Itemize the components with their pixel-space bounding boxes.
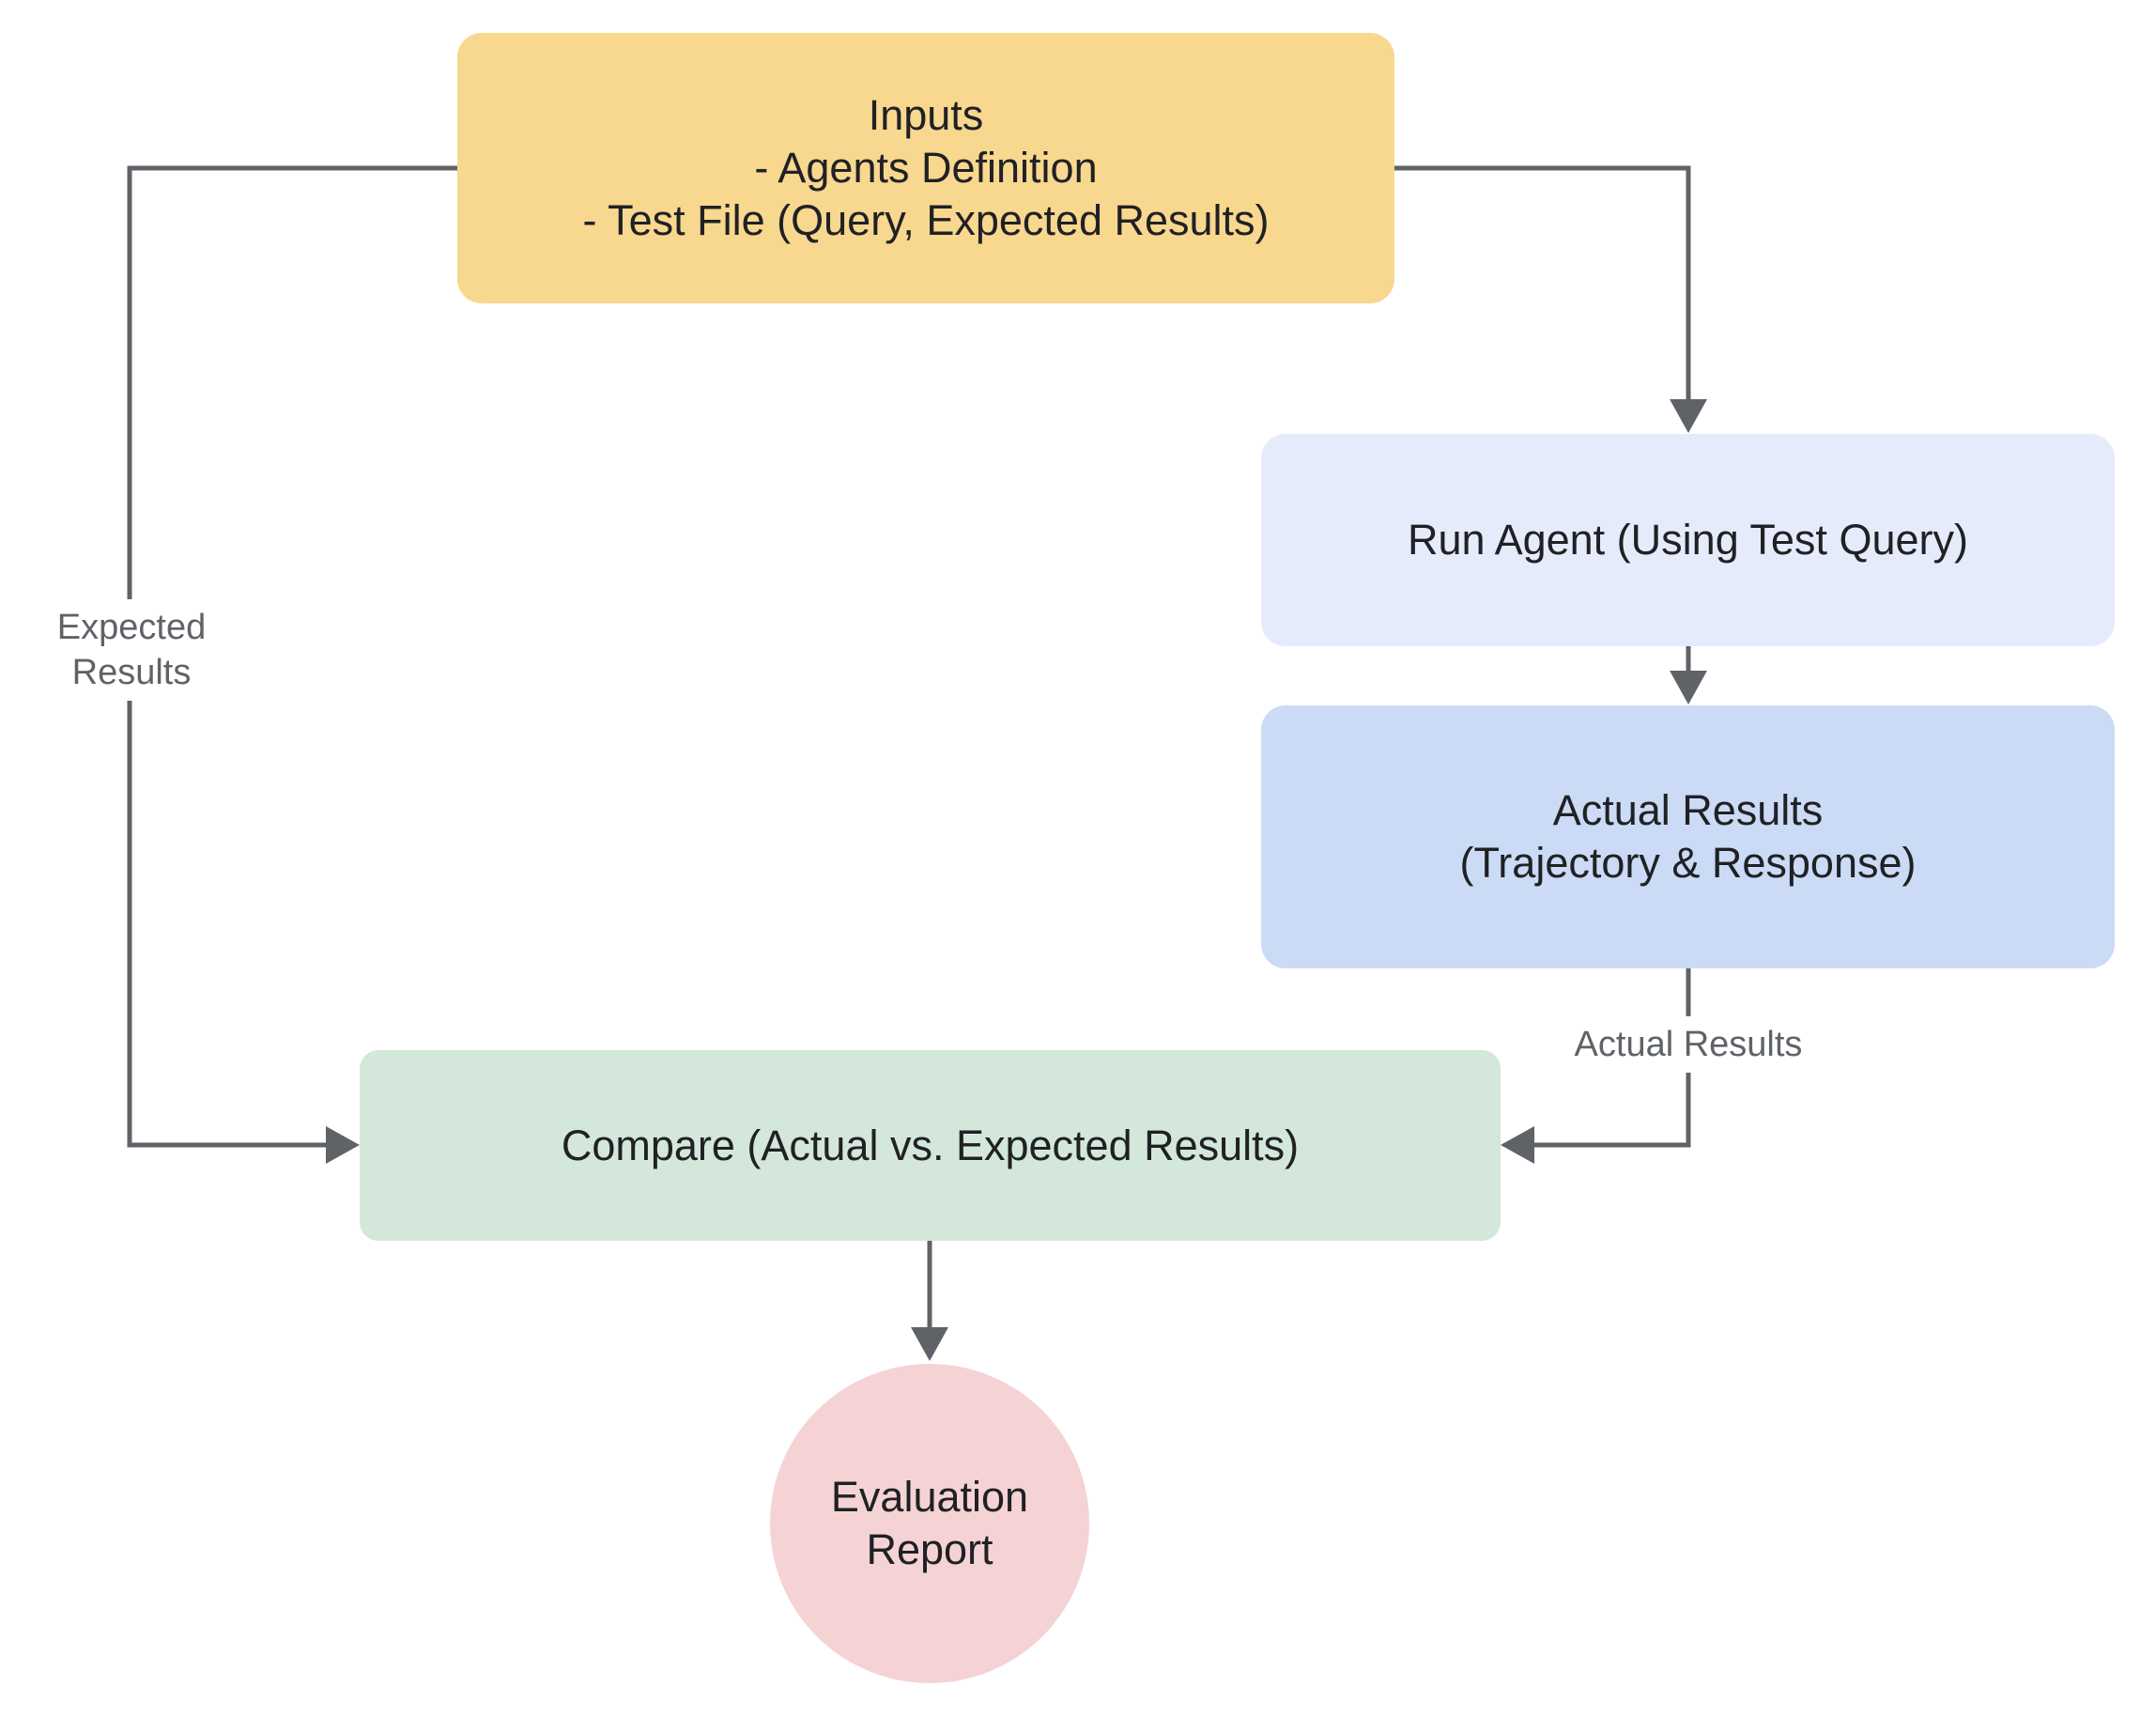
node-run-agent-label: Run Agent (Using Test Query) bbox=[1408, 516, 1968, 564]
edge-inputs-to-run-agent bbox=[1394, 165, 1691, 401]
node-evaluation-report-line2: Report bbox=[866, 1525, 993, 1573]
node-actual-results-line1: Actual Results bbox=[1552, 786, 1824, 834]
edge-label-actual-results: Actual Results bbox=[1563, 1016, 1814, 1073]
node-evaluation-report: Evaluation Report bbox=[770, 1364, 1089, 1683]
node-run-agent: Run Agent (Using Test Query) bbox=[1261, 434, 2115, 646]
node-inputs-line2: - Agents Definition bbox=[754, 144, 1098, 192]
node-actual-results: Actual Results (Trajectory & Response) bbox=[1261, 705, 2115, 968]
node-evaluation-report-line1: Evaluation bbox=[830, 1473, 1029, 1521]
node-compare-label: Compare (Actual vs. Expected Results) bbox=[561, 1121, 1300, 1169]
node-inputs-line1: Inputs bbox=[868, 91, 984, 139]
edge-label-expected-results-line1: Expected bbox=[56, 608, 207, 647]
node-inputs: Inputs - Agents Definition - Test File (… bbox=[457, 33, 1394, 303]
node-inputs-line3: - Test File (Query, Expected Results) bbox=[582, 196, 1270, 244]
node-compare: Compare (Actual vs. Expected Results) bbox=[360, 1050, 1501, 1241]
arrowhead-into-evaluation-report-icon bbox=[911, 1327, 948, 1361]
node-actual-results-line2: (Trajectory & Response) bbox=[1459, 839, 1917, 887]
arrowhead-into-run-agent-icon bbox=[1670, 399, 1707, 433]
arrowhead-into-actual-results-icon bbox=[1670, 671, 1707, 704]
arrowhead-into-compare-left-icon bbox=[326, 1126, 360, 1164]
arrowhead-into-compare-right-icon bbox=[1501, 1126, 1534, 1164]
edge-label-expected-results-line2: Results bbox=[71, 653, 192, 692]
edge-label-expected-results: Expected Results bbox=[45, 599, 218, 701]
